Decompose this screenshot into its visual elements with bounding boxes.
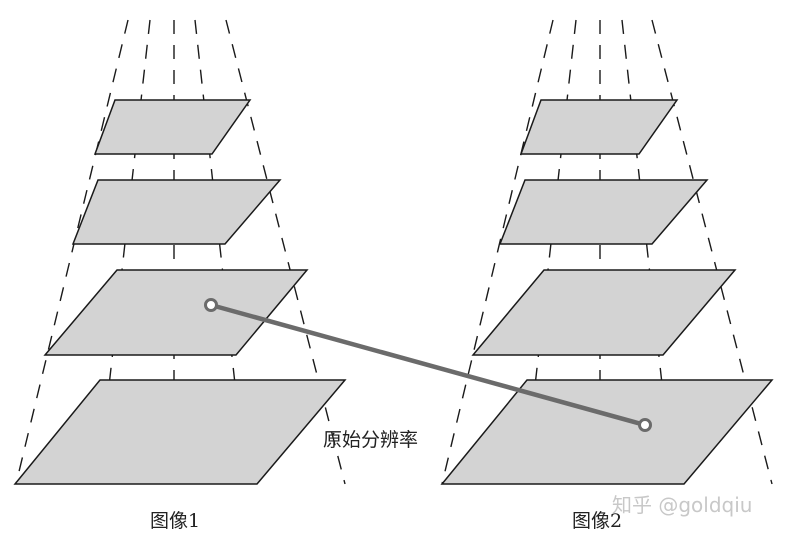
pyramid-image2-guides bbox=[441, 19, 773, 485]
watermark: 知乎 @goldqiu bbox=[612, 493, 753, 517]
pyramid-image1-level-4 bbox=[13, 379, 347, 485]
pyramid-image2-level-2 bbox=[498, 179, 709, 245]
guide-line bbox=[441, 19, 554, 485]
pyramid-image2-level-4 bbox=[440, 379, 774, 485]
match-point-image1 bbox=[204, 298, 218, 312]
pyramid-image1-level-2 bbox=[71, 179, 282, 245]
guide-line bbox=[225, 19, 346, 485]
guide-line bbox=[523, 19, 577, 485]
original-resolution-label: 原始分辨率 bbox=[323, 429, 419, 451]
guide-line bbox=[15, 19, 129, 485]
feature-match bbox=[204, 298, 652, 432]
guide-line bbox=[97, 19, 151, 485]
pyramid-image1 bbox=[13, 19, 347, 485]
pyramid-image1-level-1 bbox=[93, 99, 252, 155]
image1-label: 图像1 bbox=[150, 510, 201, 532]
image2-label: 图像2 bbox=[572, 510, 623, 532]
pyramid-image2-level-1 bbox=[519, 99, 679, 155]
pyramid-image2-level-3 bbox=[471, 269, 737, 356]
guide-line bbox=[651, 19, 773, 485]
match-point-image2 bbox=[638, 418, 652, 432]
pyramid-image2 bbox=[440, 19, 774, 485]
match-line bbox=[208, 302, 648, 428]
pyramid-image1-level-3 bbox=[43, 269, 309, 356]
